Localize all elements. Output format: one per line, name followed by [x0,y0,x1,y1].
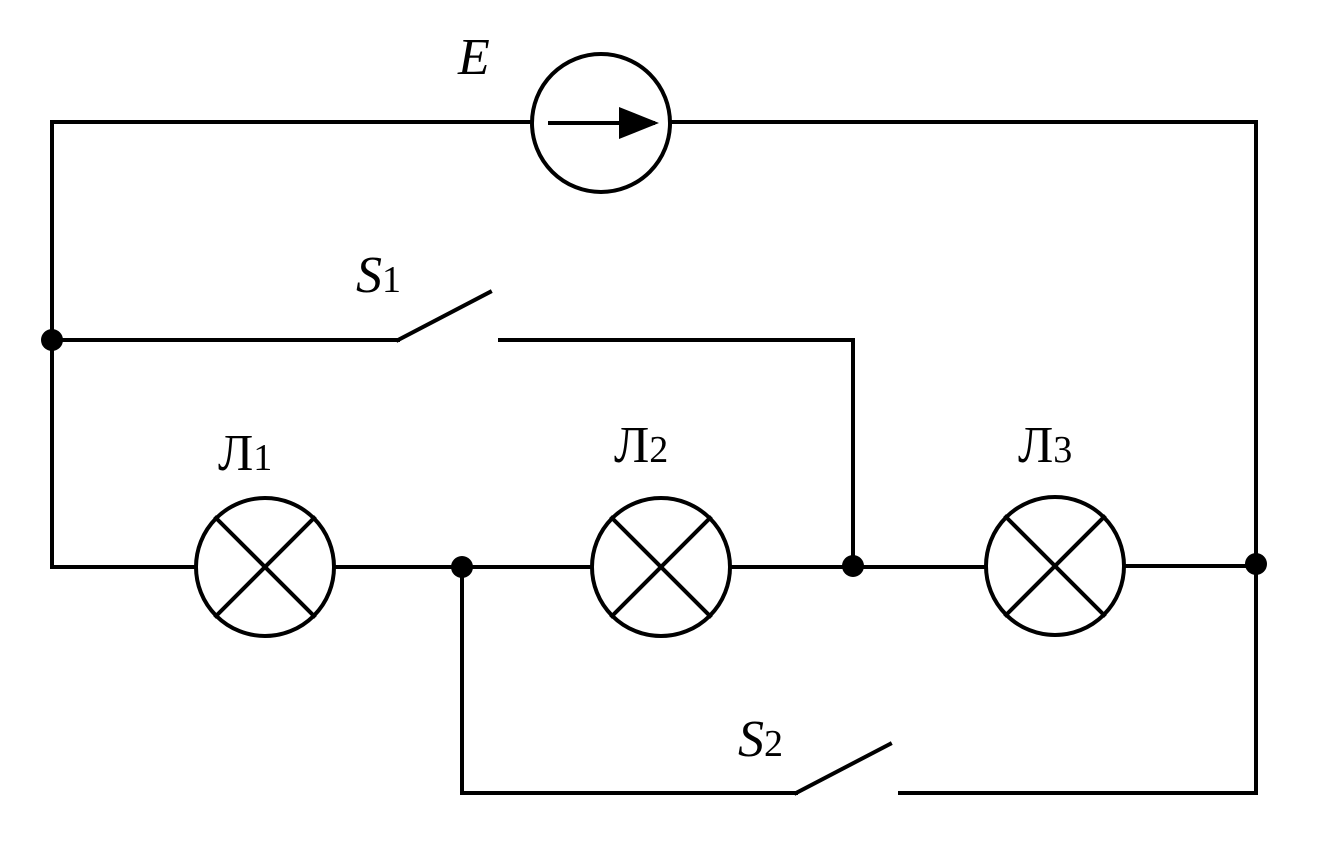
emf-source [530,52,672,194]
lamp-3-label: Л3 [1018,417,1072,474]
junction-node-right [1245,553,1267,575]
junction-node-lamp1-lamp2 [451,556,473,578]
switch-s2-label-main: S [738,711,764,768]
lamp-1-label: Л1 [218,425,272,482]
s1-wire-right [498,338,855,568]
lamp-1-label-sub: 1 [253,437,272,479]
lamp-1-label-main: Л [218,425,253,482]
lamp-1 [194,496,336,638]
switch-s2-blade[interactable] [793,741,893,796]
switch-s1-label-main: S [356,247,382,304]
switch-s1-blade[interactable] [395,289,493,343]
top-wire-left [50,120,534,342]
switch-s1-label: S1 [356,247,401,304]
top-wire-right [668,120,1258,565]
lamp-3 [984,495,1126,637]
lamp-2-label-sub: 2 [649,429,668,471]
lamp-3-label-sub: 3 [1053,429,1072,471]
junction-node-lamp2-lamp3 [842,555,864,577]
switch-s1-label-sub: 1 [382,259,401,301]
emf-label: E [457,29,490,86]
junction-node-left [41,329,63,351]
s2-wire-left [460,565,798,795]
switch-s2-label: S2 [738,711,783,768]
switch-s2-label-sub: 2 [764,723,783,765]
lamp-2-label-main: Л [614,417,649,474]
s2-wire-right [898,564,1258,795]
lamp-2 [590,496,732,638]
lamp-2-label: Л2 [614,417,668,474]
lamp-3-label-main: Л [1018,417,1053,474]
